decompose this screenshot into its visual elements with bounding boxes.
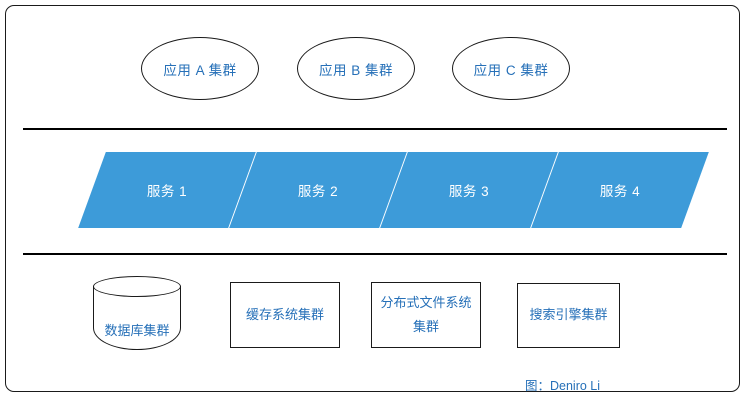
node-label: 分布式文件系统集群 [380,294,472,334]
node-label: 应用 C 集群 [473,62,549,78]
node-label: 服务 3 [448,184,490,199]
tier-divider-application-service [23,128,727,130]
node-label: 服务 1 [146,184,188,199]
node-service-4[interactable]: 服务 4 [531,152,709,228]
node-label: 搜索引擎集群 [529,307,608,323]
node-app-cluster-a[interactable]: 应用 A 集群 [141,37,259,100]
node-label: 数据库集群 [104,323,170,338]
node-distributed-filesystem-cluster[interactable]: 分布式文件系统集群 [371,282,481,348]
node-label: 缓存系统集群 [245,306,324,322]
node-service-2[interactable]: 服务 2 [229,152,407,228]
node-app-cluster-c[interactable]: 应用 C 集群 [452,37,570,100]
tier-divider-service-storage [23,253,727,255]
node-cache-cluster[interactable]: 缓存系统集群 [230,282,340,348]
node-service-3[interactable]: 服务 3 [380,152,558,228]
node-database-cluster[interactable]: 数据库集群 [93,276,181,350]
node-label: 应用 A 集群 [163,62,237,78]
diagram-caption: 图：Deniro Li [525,379,601,393]
node-search-engine-cluster[interactable]: 搜索引擎集群 [517,283,620,348]
node-label: 服务 2 [297,184,339,199]
node-app-cluster-b[interactable]: 应用 B 集群 [297,37,415,100]
cylinder-top-icon [93,276,181,297]
node-label: 服务 4 [599,184,641,199]
node-label: 应用 B 集群 [318,62,393,78]
node-service-1[interactable]: 服务 1 [78,152,256,228]
